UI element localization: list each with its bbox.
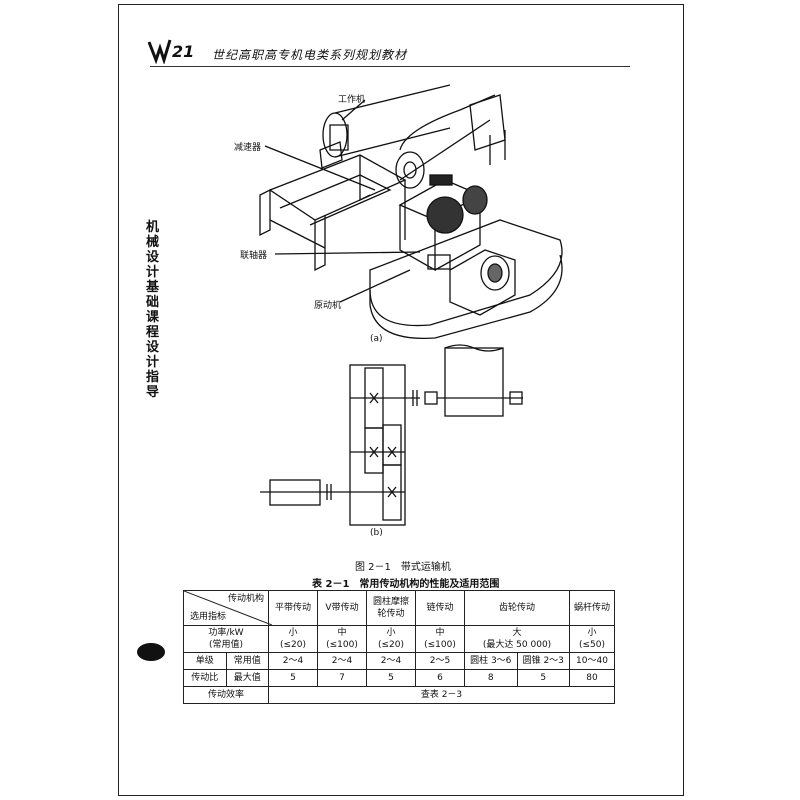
figure-b-schematic bbox=[260, 344, 523, 526]
series-number: 21 bbox=[172, 42, 195, 61]
efficiency-value: 查表 2－3 bbox=[268, 686, 615, 704]
ratio-main-label: 单级 bbox=[183, 652, 227, 670]
ratio-common-value: 10～40 bbox=[569, 652, 615, 670]
figure-caption: 图 2－1 带式运输机 bbox=[355, 562, 451, 573]
figure-b-sublabel: (b) bbox=[370, 528, 383, 538]
power-size: 小 bbox=[587, 628, 597, 638]
col-header-friction-wheel: 圆柱摩擦轮传动 bbox=[366, 590, 416, 626]
ratio-max-value: 7 bbox=[317, 669, 367, 687]
page-header: 21 世纪高职高专机电类系列规划教材 bbox=[147, 36, 406, 66]
ratio-max-value: 8 bbox=[464, 669, 518, 687]
ratio-max-value: 5 bbox=[516, 669, 570, 687]
power-sub-label: (常用值) bbox=[208, 640, 244, 650]
ratio-common-value: 2～4 bbox=[366, 652, 416, 670]
side-title: 机械设计基础课程设计指导 bbox=[146, 220, 160, 400]
power-cell: 小 (≤20) bbox=[268, 625, 318, 653]
power-value: (最大达 50 000) bbox=[482, 640, 552, 650]
label-coupling: 联轴器 bbox=[240, 251, 268, 261]
corner-bottom-label: 选用指标 bbox=[190, 612, 227, 622]
power-value: (≤100) bbox=[326, 640, 358, 650]
ratio-max-label: 最大值 bbox=[225, 669, 269, 687]
table-caption: 表 2－1 常用传动机构的性能及适用范围 bbox=[312, 579, 500, 590]
ratio-common-value: 圆柱 3～6 bbox=[464, 652, 518, 670]
col-header-gear: 齿轮传动 bbox=[464, 590, 570, 626]
ratio-max-value: 6 bbox=[415, 669, 465, 687]
ratio-common-label: 常用值 bbox=[225, 652, 269, 670]
col-header-worm: 蜗杆传动 bbox=[569, 590, 615, 626]
book-series-title: 世纪高职高专机电类系列规划教材 bbox=[212, 48, 408, 62]
power-value: (≤100) bbox=[424, 640, 456, 650]
col-header-flat-belt: 平带传动 bbox=[268, 590, 318, 626]
power-cell: 中 (≤100) bbox=[317, 625, 367, 653]
corner-top-label: 传动机构 bbox=[227, 594, 264, 604]
power-label-cell: 功率/kW (常用值) bbox=[183, 625, 269, 653]
power-cell: 小 (≤50) bbox=[569, 625, 615, 653]
power-value: (≤20) bbox=[377, 640, 404, 650]
ratio-max-value: 5 bbox=[268, 669, 318, 687]
ratio-common-value: 2～4 bbox=[317, 652, 367, 670]
power-size: 中 bbox=[435, 628, 445, 638]
ratio-common-value: 2～5 bbox=[415, 652, 465, 670]
power-value: (≤20) bbox=[279, 640, 306, 650]
label-prime-mover: 原动机 bbox=[314, 301, 342, 311]
power-cell: 小 (≤20) bbox=[366, 625, 416, 653]
table-corner-cell: 传动机构 选用指标 bbox=[183, 590, 272, 626]
transmission-table: 传动机构 选用指标 平带传动 V带传动 圆柱摩擦轮传动 链传动 齿轮传动 蜗杆传… bbox=[183, 590, 615, 704]
power-size: 小 bbox=[288, 628, 298, 638]
power-size: 大 bbox=[512, 628, 522, 638]
col-header-v-belt: V带传动 bbox=[317, 590, 367, 626]
power-cell: 大 (最大达 50 000) bbox=[464, 625, 570, 653]
publisher-logo-icon bbox=[147, 39, 172, 64]
col-header-chain: 链传动 bbox=[415, 590, 465, 626]
power-size: 中 bbox=[337, 628, 347, 638]
ratio-max-value: 80 bbox=[569, 669, 615, 687]
power-label: 功率/kW bbox=[208, 628, 244, 638]
label-work-machine: 工作机 bbox=[338, 95, 366, 105]
efficiency-label: 传动效率 bbox=[183, 686, 269, 704]
ratio-common-value: 2～4 bbox=[268, 652, 318, 670]
label-reducer: 减速器 bbox=[234, 143, 262, 153]
ratio-max-value: 5 bbox=[366, 669, 416, 687]
diagonal-line bbox=[184, 591, 272, 625]
ratio-main-label-2: 传动比 bbox=[183, 669, 227, 687]
figure-a-sublabel: (a) bbox=[370, 334, 383, 344]
figure-a-drawing bbox=[259, 84, 563, 340]
header-rule bbox=[150, 66, 630, 67]
ratio-common-value: 圆锥 2～3 bbox=[516, 652, 570, 670]
power-size: 小 bbox=[386, 628, 396, 638]
power-cell: 中 (≤100) bbox=[415, 625, 465, 653]
power-value: (≤50) bbox=[578, 640, 605, 650]
page-mark bbox=[137, 643, 165, 661]
